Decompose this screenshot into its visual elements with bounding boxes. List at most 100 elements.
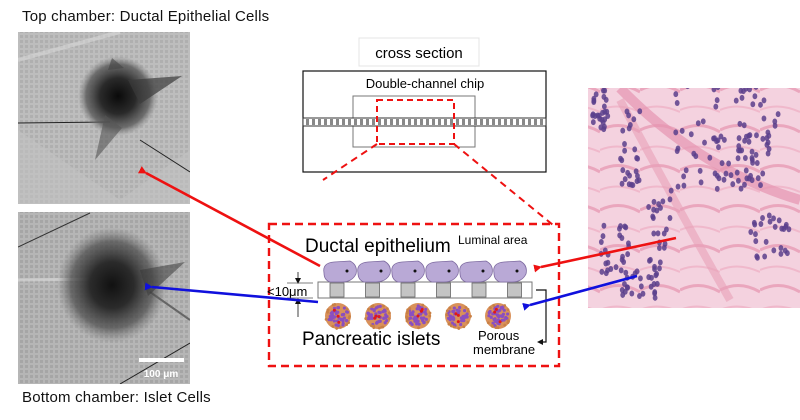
he-nucleus (634, 178, 640, 185)
he-nucleus (619, 287, 625, 294)
chip-pore (324, 119, 327, 125)
membrane-pore (471, 282, 487, 298)
he-nucleus (742, 181, 747, 188)
he-nucleus (755, 175, 761, 182)
chip-pore (366, 119, 369, 125)
chip-pore (492, 119, 495, 125)
he-nucleus (646, 204, 652, 211)
chip-pore (510, 119, 513, 125)
chip-pore (408, 119, 411, 125)
he-nucleus (613, 264, 619, 271)
he-nucleus (760, 135, 766, 142)
he-nucleus (648, 256, 653, 263)
he-nucleus (622, 147, 628, 154)
he-nucleus (736, 135, 742, 142)
he-nucleus (622, 176, 628, 183)
he-nucleus (635, 155, 641, 162)
he-nucleus (752, 221, 758, 228)
he-nucleus (714, 172, 720, 179)
chip-pore (462, 119, 465, 125)
he-nucleus (658, 204, 663, 211)
chip-pore (432, 119, 435, 125)
he-nucleus (622, 223, 628, 230)
he-nucleus (781, 82, 786, 88)
he-nucleus (651, 198, 657, 205)
membrane-pore (507, 282, 522, 298)
chip-pore (516, 119, 519, 125)
he-nucleus (718, 133, 724, 140)
chip-pore (450, 119, 453, 125)
he-nucleus (737, 120, 743, 127)
zoom-connector-left (322, 143, 378, 181)
he-nucleus (772, 118, 778, 125)
chip-pore (372, 119, 375, 125)
chip-pore (348, 119, 351, 125)
he-nucleus (625, 284, 630, 291)
he-nucleus (661, 244, 667, 251)
chip-pore (354, 119, 357, 125)
he-nucleus (593, 91, 599, 98)
he-nucleus (673, 129, 679, 136)
he-nucleus (655, 230, 661, 237)
chip-pore (306, 119, 309, 125)
he-nucleus (736, 143, 742, 150)
he-nucleus (781, 225, 787, 232)
he-nucleus (728, 172, 734, 179)
he-nucleus (675, 183, 681, 190)
he-nucleus (631, 116, 637, 123)
he-nucleus (621, 258, 627, 265)
he-nucleus (750, 159, 756, 166)
he-nucleus (758, 101, 763, 108)
zoom-region-outline (376, 99, 455, 145)
he-nucleus (629, 290, 635, 297)
he-nucleus (683, 167, 689, 174)
he-nucleus (708, 81, 713, 87)
chip-pore (480, 119, 483, 125)
pancreatic-islet (445, 303, 472, 330)
he-nucleus (778, 250, 784, 257)
pancreatic-islets-label: Pancreatic islets (302, 329, 440, 350)
he-nucleus (733, 97, 739, 104)
chip-pore (444, 119, 447, 125)
he-nucleus (755, 254, 760, 261)
he-nucleus (624, 108, 630, 115)
he-nucleus (675, 145, 681, 152)
chip-pore (330, 119, 333, 125)
he-nucleus (758, 182, 763, 189)
he-nucleus (601, 93, 607, 100)
he-nucleus (735, 155, 741, 162)
he-nucleus (654, 280, 660, 287)
he-nucleus (627, 172, 632, 179)
he-nucleus (648, 283, 654, 290)
he-nucleus (740, 88, 746, 95)
membrane-pore (365, 282, 380, 298)
he-nucleus (622, 281, 627, 288)
he-nucleus (679, 127, 685, 134)
he-nucleus (766, 132, 772, 139)
chip-pore (390, 119, 393, 125)
he-nucleus (761, 97, 767, 104)
he-nucleus (730, 181, 736, 188)
he-nucleus (688, 131, 694, 138)
he-nucleus (657, 265, 662, 272)
he-nucleus (748, 228, 754, 235)
epithelial-cell (323, 260, 357, 283)
epithelial-cell (459, 260, 493, 283)
chip-pore (522, 119, 525, 125)
he-nucleus (667, 214, 673, 221)
he-nucleus (753, 238, 759, 245)
he-nucleus (760, 170, 766, 177)
he-nucleus (741, 122, 747, 129)
he-nucleus (742, 154, 748, 161)
he-nucleus (716, 144, 721, 151)
he-nucleus (775, 111, 781, 118)
he-nucleus (620, 127, 626, 134)
he-nucleus (623, 269, 629, 276)
he-nucleus (754, 132, 759, 139)
he-nucleus (764, 141, 770, 148)
he-nucleus (763, 238, 769, 245)
cross-section-box (358, 37, 480, 67)
chip-pore (312, 119, 315, 125)
he-nucleus (766, 212, 772, 219)
he-nucleus (753, 88, 759, 90)
